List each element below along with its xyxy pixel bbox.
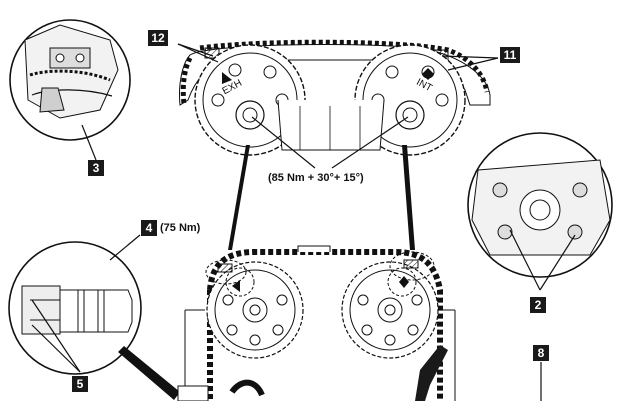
lower-exhaust-sprocket (206, 261, 304, 359)
lower-timing-drive (177, 245, 542, 402)
callout-8: 8 (533, 345, 549, 361)
callout-3: 3 (88, 160, 104, 176)
callout-2: 2 (530, 297, 546, 313)
inset-plug-detail (8, 234, 180, 400)
callout-4: 4 (141, 220, 157, 236)
callout-12: 12 (148, 30, 168, 46)
camshaft-bolt-torque-label: (85 Nm + 30°+ 15°) (268, 172, 364, 184)
lower-intake-sprocket (341, 261, 439, 359)
projection-line-left (228, 145, 250, 250)
projection-line-right (402, 145, 415, 250)
callout-11: 11 (500, 47, 520, 63)
inset-camshaft-detail (467, 132, 613, 291)
plug-torque-label: (75 Nm) (160, 222, 201, 234)
intake-camshaft-sprocket (354, 44, 466, 156)
callout-5: 5 (72, 376, 88, 392)
upper-camshaft-assembly (177, 39, 499, 169)
inset-chain-tensioner-detail (9, 19, 131, 161)
